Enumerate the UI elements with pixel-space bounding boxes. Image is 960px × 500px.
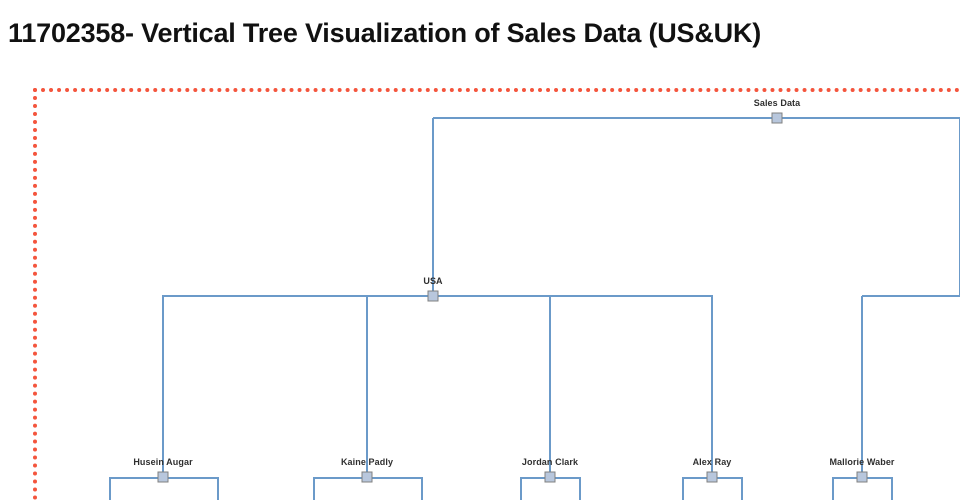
tree-edges xyxy=(109,117,960,500)
node-marker-jordan-clark[interactable] xyxy=(544,471,556,483)
node-label-alex-ray: Alex Ray xyxy=(692,457,732,467)
node-label-sales-data: Sales Data xyxy=(753,98,801,108)
node-marker-kaine-padly[interactable] xyxy=(361,471,373,483)
page-title: 11702358- Vertical Tree Visualization of… xyxy=(8,18,762,48)
node-marker-usa[interactable] xyxy=(427,290,439,302)
node-marker-sales-data[interactable] xyxy=(771,112,783,124)
node-label-kaine-padly: Kaine Padly xyxy=(340,457,394,467)
node-label-mallorie-waber: Mallorie Waber xyxy=(829,457,895,467)
node-marker-mallorie-waber[interactable] xyxy=(856,471,868,483)
node-marker-alex-ray[interactable] xyxy=(706,471,718,483)
node-label-usa: USA xyxy=(423,276,443,286)
node-marker-husein-augar[interactable] xyxy=(157,471,169,483)
node-label-jordan-clark: Jordan Clark xyxy=(521,457,579,467)
node-label-husein-augar: Husein Augar xyxy=(133,457,193,467)
